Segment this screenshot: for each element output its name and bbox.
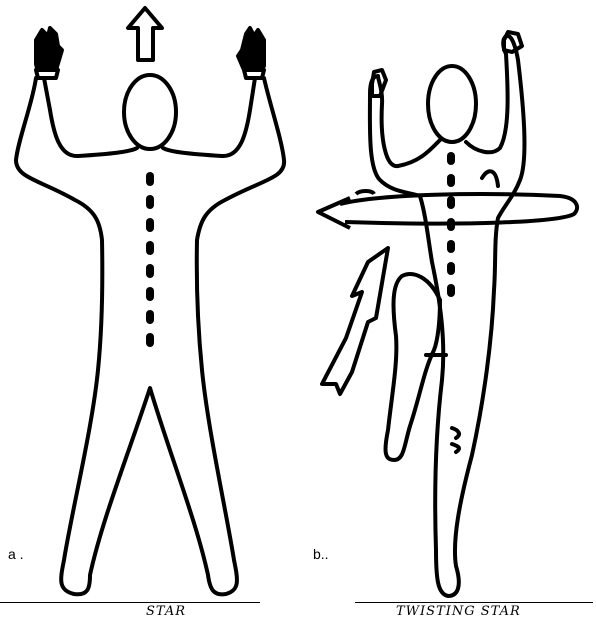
caption-twisting-star: TWISTING STAR [396, 604, 521, 619]
twist-knee-mark [452, 428, 459, 452]
up-arrow-icon [128, 8, 162, 60]
baseline-b [355, 602, 593, 603]
star-head [124, 75, 176, 149]
twisting-star-figure [370, 32, 525, 596]
star-spine [146, 172, 154, 347]
star-left-wrist [36, 70, 58, 78]
twist-shoulder-detail [482, 171, 498, 186]
twist-bent-leg [386, 274, 440, 460]
rotation-arrow-icon [318, 191, 577, 228]
baseline-a [0, 602, 260, 603]
twist-head [428, 66, 476, 142]
star-right-wrist [244, 70, 264, 78]
caption-star: STAR [146, 604, 186, 619]
star-right-hand [238, 28, 264, 72]
leg-direction-arrow-icon [322, 248, 388, 394]
panel-label-b: b.. [313, 546, 329, 562]
star-left-hand [36, 28, 62, 72]
panel-label-a: a . [8, 546, 24, 562]
